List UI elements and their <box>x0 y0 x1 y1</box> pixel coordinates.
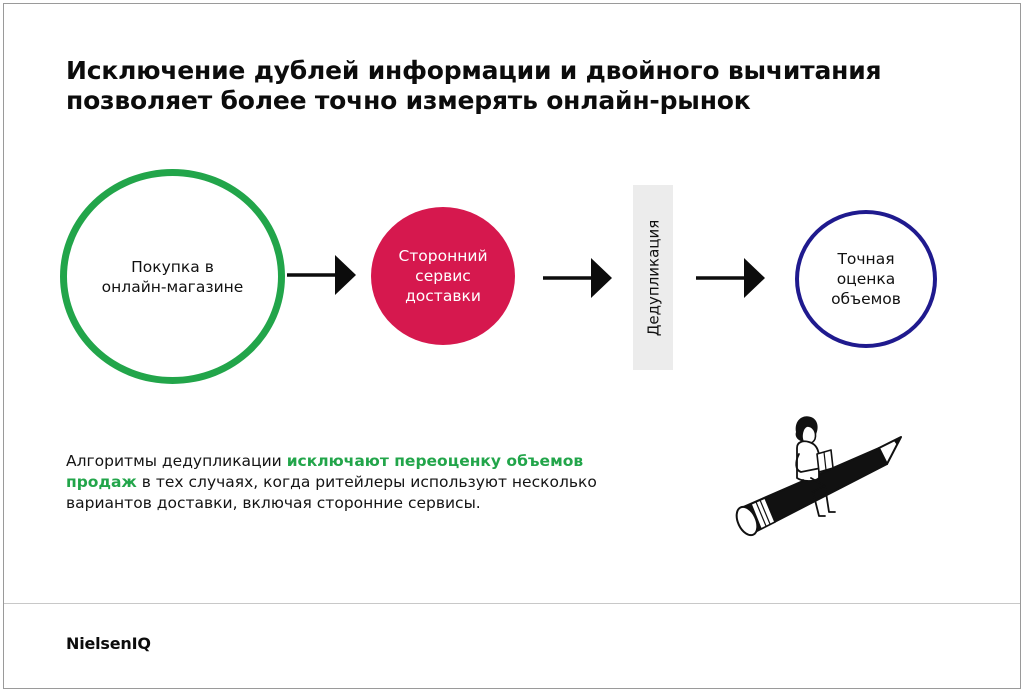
third-party-delivery-label: Сторонний сервис доставки <box>398 246 487 306</box>
online-store-purchase-label-line-1: Покупка в <box>131 257 214 276</box>
description-text: в тех случаях, когда ритейлеры использую… <box>136 473 597 491</box>
nielseniq-logo: NielsenIQ <box>66 634 151 653</box>
person-on-pencil-illustration <box>735 416 902 537</box>
third-party-delivery-circle: Сторонний сервис доставки <box>371 207 515 345</box>
deduplication-step-label: Дедупликация <box>644 219 663 336</box>
description-line-1: Алгоритмы дедупликации исключают переоце… <box>66 451 706 472</box>
arrow-right-icon <box>543 258 612 298</box>
online-store-purchase-circle: Покупка в онлайн-магазине <box>60 169 285 384</box>
deduplication-step-bar: Дедупликация <box>633 185 673 370</box>
accurate-volume-estimate-label-line-2: оценка <box>836 270 896 288</box>
accurate-volume-estimate-label-line-3: объемов <box>831 290 901 308</box>
description-paragraph: Алгоритмы дедупликации исключают переоце… <box>66 451 706 514</box>
slide-title: Исключение дублей информации и двойного … <box>66 56 966 116</box>
accurate-volume-estimate-label-line-1: Точная <box>837 250 895 268</box>
slide-title-line-1: Исключение дублей информации и двойного … <box>66 56 882 85</box>
footer-divider <box>4 603 1020 604</box>
description-highlight: продаж <box>66 473 137 491</box>
slide-title-line-2: позволяет более точно измерять онлайн-ры… <box>66 86 751 115</box>
online-store-purchase-label: Покупка в онлайн-магазине <box>102 257 244 297</box>
third-party-delivery-label-line-3: доставки <box>405 287 481 305</box>
description-highlight: исключают переоценку объемов <box>286 452 584 470</box>
arrow-right-icon <box>287 255 356 295</box>
description-line-2: продаж в тех случаях, когда ритейлеры ис… <box>66 472 706 493</box>
online-store-purchase-label-line-2: онлайн-магазине <box>101 277 244 296</box>
third-party-delivery-label-line-1: Сторонний <box>398 247 488 265</box>
third-party-delivery-label-line-2: сервис <box>415 267 471 285</box>
accurate-volume-estimate-label: Точная оценка объемов <box>831 249 901 309</box>
description-text: Алгоритмы дедупликации <box>66 452 287 470</box>
accurate-volume-estimate-circle: Точная оценка объемов <box>795 210 937 348</box>
description-line-3: вариантов доставки, включая сторонние се… <box>66 494 481 512</box>
arrow-right-icon <box>696 258 765 298</box>
